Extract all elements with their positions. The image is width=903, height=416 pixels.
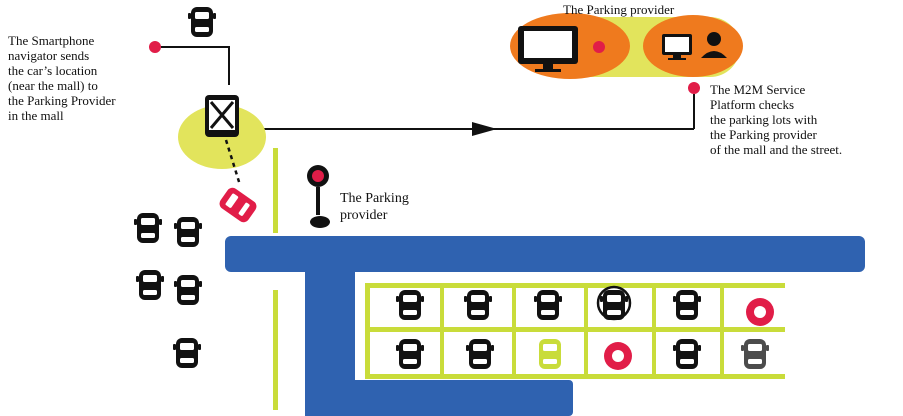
location-dot-icon <box>688 82 700 94</box>
monitor-icon <box>662 34 692 60</box>
car-icon <box>136 270 164 300</box>
parking-meter-icon <box>307 165 330 228</box>
car-icon <box>464 290 492 320</box>
empty-spot-ring-icon <box>746 298 774 326</box>
navigator-caption: The Smartphone navigator sends the car’s… <box>8 33 116 123</box>
lot-line <box>273 148 278 233</box>
smartphone-icon <box>205 95 239 137</box>
car-icon <box>174 217 202 247</box>
road <box>225 236 865 416</box>
car-icon-moving <box>219 187 257 223</box>
car-icon <box>134 213 162 243</box>
car-icon <box>173 338 201 368</box>
parking-lot <box>365 283 785 379</box>
provider-caption-top: The Parking provider <box>563 2 675 17</box>
arrow-head <box>472 122 497 136</box>
car-icon <box>534 290 562 320</box>
empty-spot-ring-icon <box>604 342 632 370</box>
car-icon <box>174 275 202 305</box>
user-icon <box>701 32 727 58</box>
car-icon-available <box>539 339 561 369</box>
car-icon <box>396 339 424 369</box>
connector-line <box>161 46 230 85</box>
location-dot-icon <box>149 41 161 53</box>
car-icon <box>188 7 216 37</box>
car-icon <box>741 339 769 369</box>
highlight-ring <box>596 285 632 321</box>
lot-line <box>273 290 278 410</box>
location-dot-icon <box>593 41 605 53</box>
provider-caption-meter: The Parking provider <box>340 191 409 223</box>
car-icon <box>466 339 494 369</box>
m2m-caption: The M2M Service Platform checks the park… <box>710 82 843 157</box>
car-icon <box>396 290 424 320</box>
car-icon <box>673 339 701 369</box>
car-icon <box>673 290 701 320</box>
monitor-icon <box>518 26 578 72</box>
